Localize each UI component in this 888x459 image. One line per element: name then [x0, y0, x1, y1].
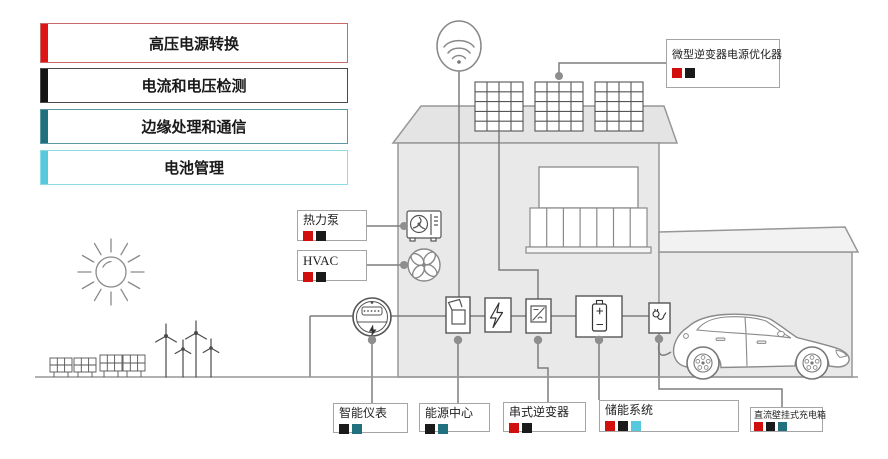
- tag-square-black: [685, 67, 695, 78]
- callout-energy-storage-system: 储能系统: [599, 400, 739, 432]
- tag-square-teal: [778, 422, 787, 432]
- legend-item-high-voltage-conversion: 高压电源转换: [40, 23, 348, 63]
- battery-dot: [594, 335, 604, 345]
- callout-label: 智能仪表: [339, 406, 388, 420]
- color-tags: [509, 422, 580, 433]
- legend-item-label: 电流和电压检测: [141, 79, 247, 95]
- color-tags: [605, 420, 733, 431]
- tag-square-lightblue: [631, 420, 641, 431]
- tag-square-red: [509, 422, 519, 433]
- color-tags: [303, 230, 361, 241]
- lightning-box: [484, 297, 512, 333]
- energy-center-dot: [453, 335, 463, 345]
- legend-color-bar: [41, 69, 48, 102]
- solar-panel-1: [474, 81, 524, 132]
- ev-charger-box: [648, 302, 671, 334]
- fan-icon: [407, 248, 441, 282]
- tag-square-black: [316, 271, 326, 282]
- tag-square-black: [522, 422, 532, 433]
- callout-energy-center: 能源中心: [419, 403, 490, 434]
- callout-label: 能源中心: [425, 406, 474, 420]
- callout-dc-wallbox-charger: 直流壁挂式充电箱: [750, 407, 827, 432]
- callout-label: 储能系统: [605, 403, 654, 417]
- car-wheel-rear: [686, 346, 720, 380]
- solar-panel-2: [534, 81, 584, 132]
- color-tags: [303, 271, 361, 282]
- meter-dot: [367, 335, 377, 345]
- tag-square-red: [672, 67, 682, 78]
- tag-square-red: [754, 422, 763, 432]
- wind-turbines: [155, 320, 220, 378]
- ev-car: [672, 313, 850, 380]
- rooftop-solar-panels: [474, 81, 644, 132]
- legend-item-label: 高压电源转换: [148, 36, 239, 53]
- callout-smart-meter: 智能仪表: [333, 403, 408, 434]
- energy-center-box: [445, 296, 471, 334]
- inverter-label-line: [537, 344, 549, 402]
- ac-unit-icon: [406, 210, 442, 242]
- callout-label: HVAC: [303, 253, 339, 268]
- ground-solar-arrays: [49, 354, 146, 377]
- tag-square-black: [618, 420, 628, 431]
- smart-meter-icon: [352, 297, 392, 337]
- inverter-dot: [533, 335, 543, 345]
- legend-item-battery-management: 电池管理: [40, 150, 348, 185]
- color-tags: [425, 423, 484, 434]
- tag-square-red: [605, 420, 615, 431]
- legend-color-bar: [41, 24, 48, 62]
- optimizer-dot: [555, 72, 563, 80]
- solar-feed-line: [498, 131, 539, 299]
- tag-square-black: [766, 422, 775, 432]
- sun-icon: [77, 238, 145, 306]
- wifi-icon: [436, 20, 482, 72]
- legend-item-edge-processing-communication: 边缘处理和通信: [40, 109, 348, 144]
- callout-hvac: HVAC: [297, 250, 367, 282]
- charger-label-line: [658, 343, 783, 407]
- heat-pump-dot: [400, 222, 408, 230]
- charging-cable: [657, 342, 672, 356]
- legend-item-label: 边缘处理和通信: [141, 120, 247, 136]
- balcony: [525, 207, 652, 254]
- color-tags: [754, 422, 819, 432]
- color-tags: [339, 423, 402, 434]
- tag-square-black: [339, 423, 349, 434]
- tag-square-black: [316, 230, 326, 241]
- tag-square-black: [425, 423, 435, 434]
- callout-heat-pump: 热力泵: [297, 210, 367, 241]
- color-tags: [672, 67, 774, 78]
- legend-item-current-voltage-sensing: 电流和电压检测: [40, 68, 348, 103]
- callout-label: 直流壁挂式充电箱: [754, 410, 827, 420]
- car-wheel-front: [795, 346, 829, 380]
- tag-square-teal: [438, 423, 448, 434]
- tag-square-red: [303, 271, 313, 282]
- callout-label: 串式逆变器: [509, 405, 570, 419]
- callout-string-inverter: 串式逆变器: [503, 402, 586, 433]
- legend-item-label: 电池管理: [163, 161, 224, 177]
- optimizer-connector-line: [558, 62, 666, 76]
- connector-dots: [367, 72, 664, 345]
- charger-dot: [654, 334, 664, 344]
- battery-box: [575, 295, 623, 338]
- callout-label: 微型逆变器电源优化器: [672, 49, 782, 61]
- callout-micro-inverter-optimizer: 微型逆变器电源优化器: [666, 39, 782, 88]
- legend-color-bar: [41, 110, 48, 143]
- solar-panel-3: [594, 81, 644, 132]
- legend-color-bar: [41, 151, 48, 184]
- tag-square-teal: [352, 423, 362, 434]
- tag-square-red: [303, 230, 313, 241]
- window: [538, 166, 639, 209]
- hvac-dot: [400, 261, 408, 269]
- inverter-box: [525, 298, 552, 334]
- callout-label: 热力泵: [303, 213, 340, 227]
